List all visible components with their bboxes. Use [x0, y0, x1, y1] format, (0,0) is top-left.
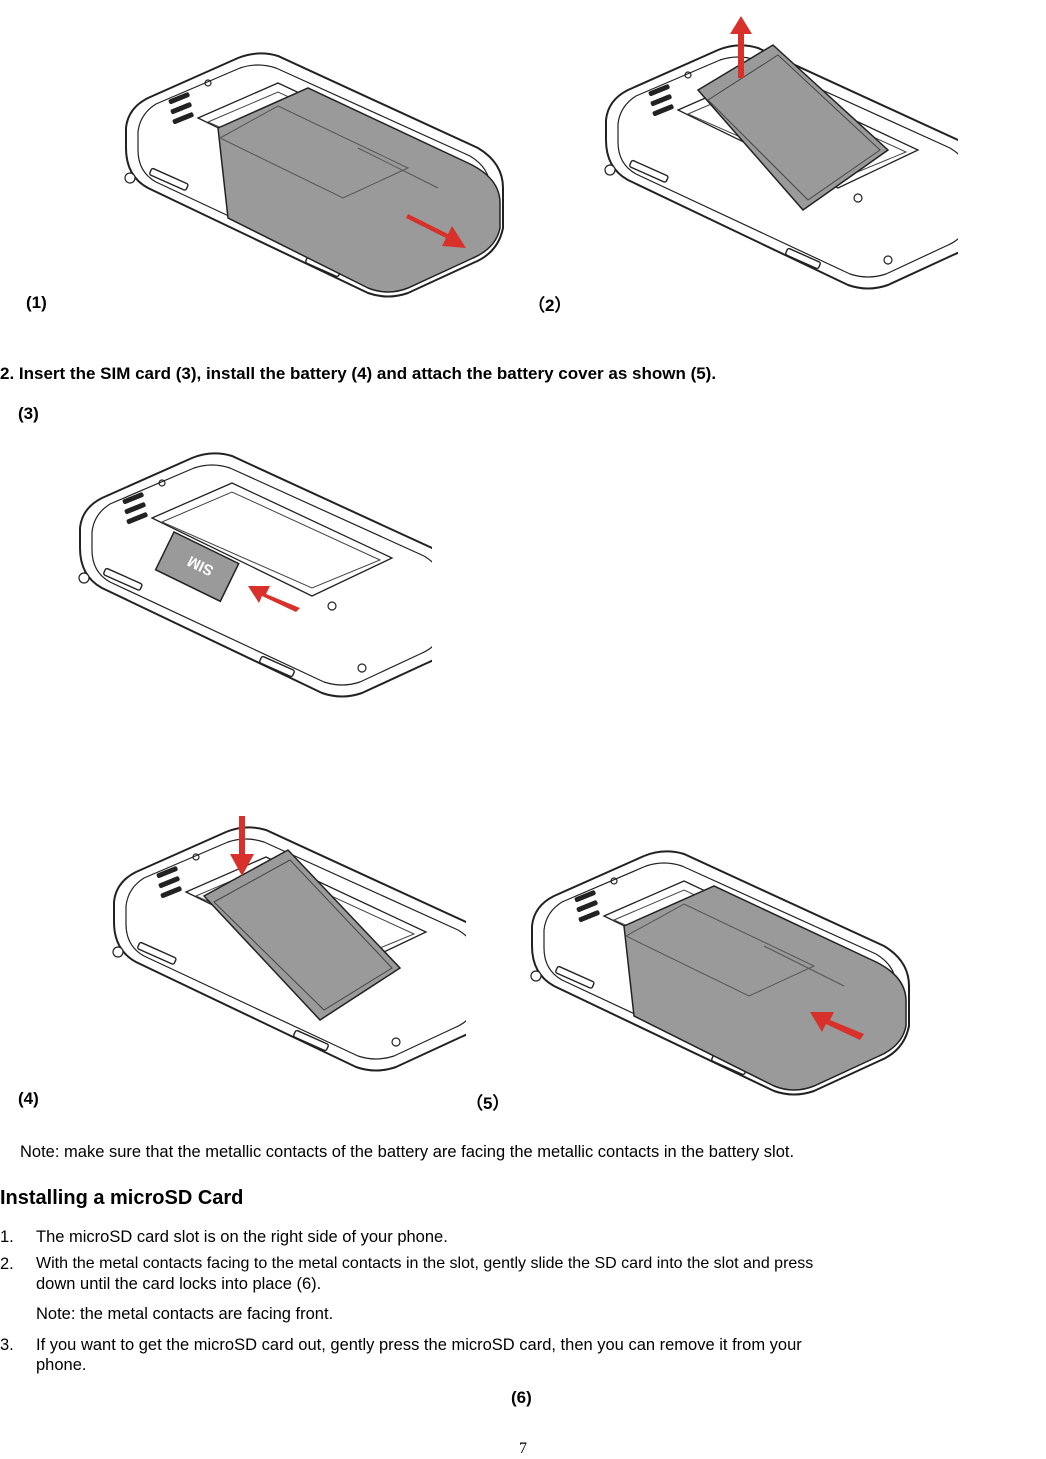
battery-note: Note: make sure that the metallic contac… — [20, 1143, 795, 1161]
list-item: 3. If you want to get the microSD card o… — [0, 1335, 1046, 1379]
figure-1-remove-cover — [108, 38, 508, 303]
list-text: phone. — [36, 1356, 87, 1374]
arrow-left-icon — [810, 1012, 864, 1040]
figure-3-label: (3) — [18, 404, 39, 423]
figure-4-install-battery — [96, 798, 492, 1090]
list-text: With the metal contacts facing to the me… — [36, 1255, 814, 1272]
figure-6-label: (6) — [511, 1388, 532, 1407]
list-item: 2. With the metal contacts facing to the… — [0, 1254, 1046, 1323]
figure-5-attach-cover — [514, 836, 914, 1101]
figure-4-label: (4) — [18, 1089, 39, 1108]
list-text: The microSD card slot is on the right si… — [36, 1228, 448, 1246]
list-number: 1. — [0, 1228, 14, 1246]
figure-1-label: (1) — [26, 293, 47, 312]
figure-5-label: （5） — [466, 1094, 510, 1113]
list-item: 1. The microSD card slot is on the right… — [0, 1227, 1046, 1249]
page-number: 7 — [519, 1440, 527, 1457]
list-number: 2. — [0, 1255, 14, 1273]
arrow-right-icon — [406, 214, 466, 248]
arrow-down-icon — [230, 816, 254, 876]
list-number: 3. — [0, 1336, 14, 1354]
section-title: Installing a microSD Card — [0, 1187, 244, 1209]
list-text: down until the card locks into place (6)… — [36, 1275, 322, 1293]
arrow-up-icon — [730, 16, 752, 78]
figure-2-label: （2） — [528, 296, 572, 315]
figure-3-insert-sim: SIM — [62, 428, 458, 720]
list-text: If you want to get the microSD card out,… — [36, 1336, 802, 1354]
list-note: Note: the metal contacts are facing fron… — [36, 1305, 334, 1323]
arrow-left-icon — [248, 586, 300, 612]
step-heading: 2. Insert the SIM card (3), install the … — [0, 364, 717, 383]
figure-2-remove-battery — [588, 0, 984, 305]
